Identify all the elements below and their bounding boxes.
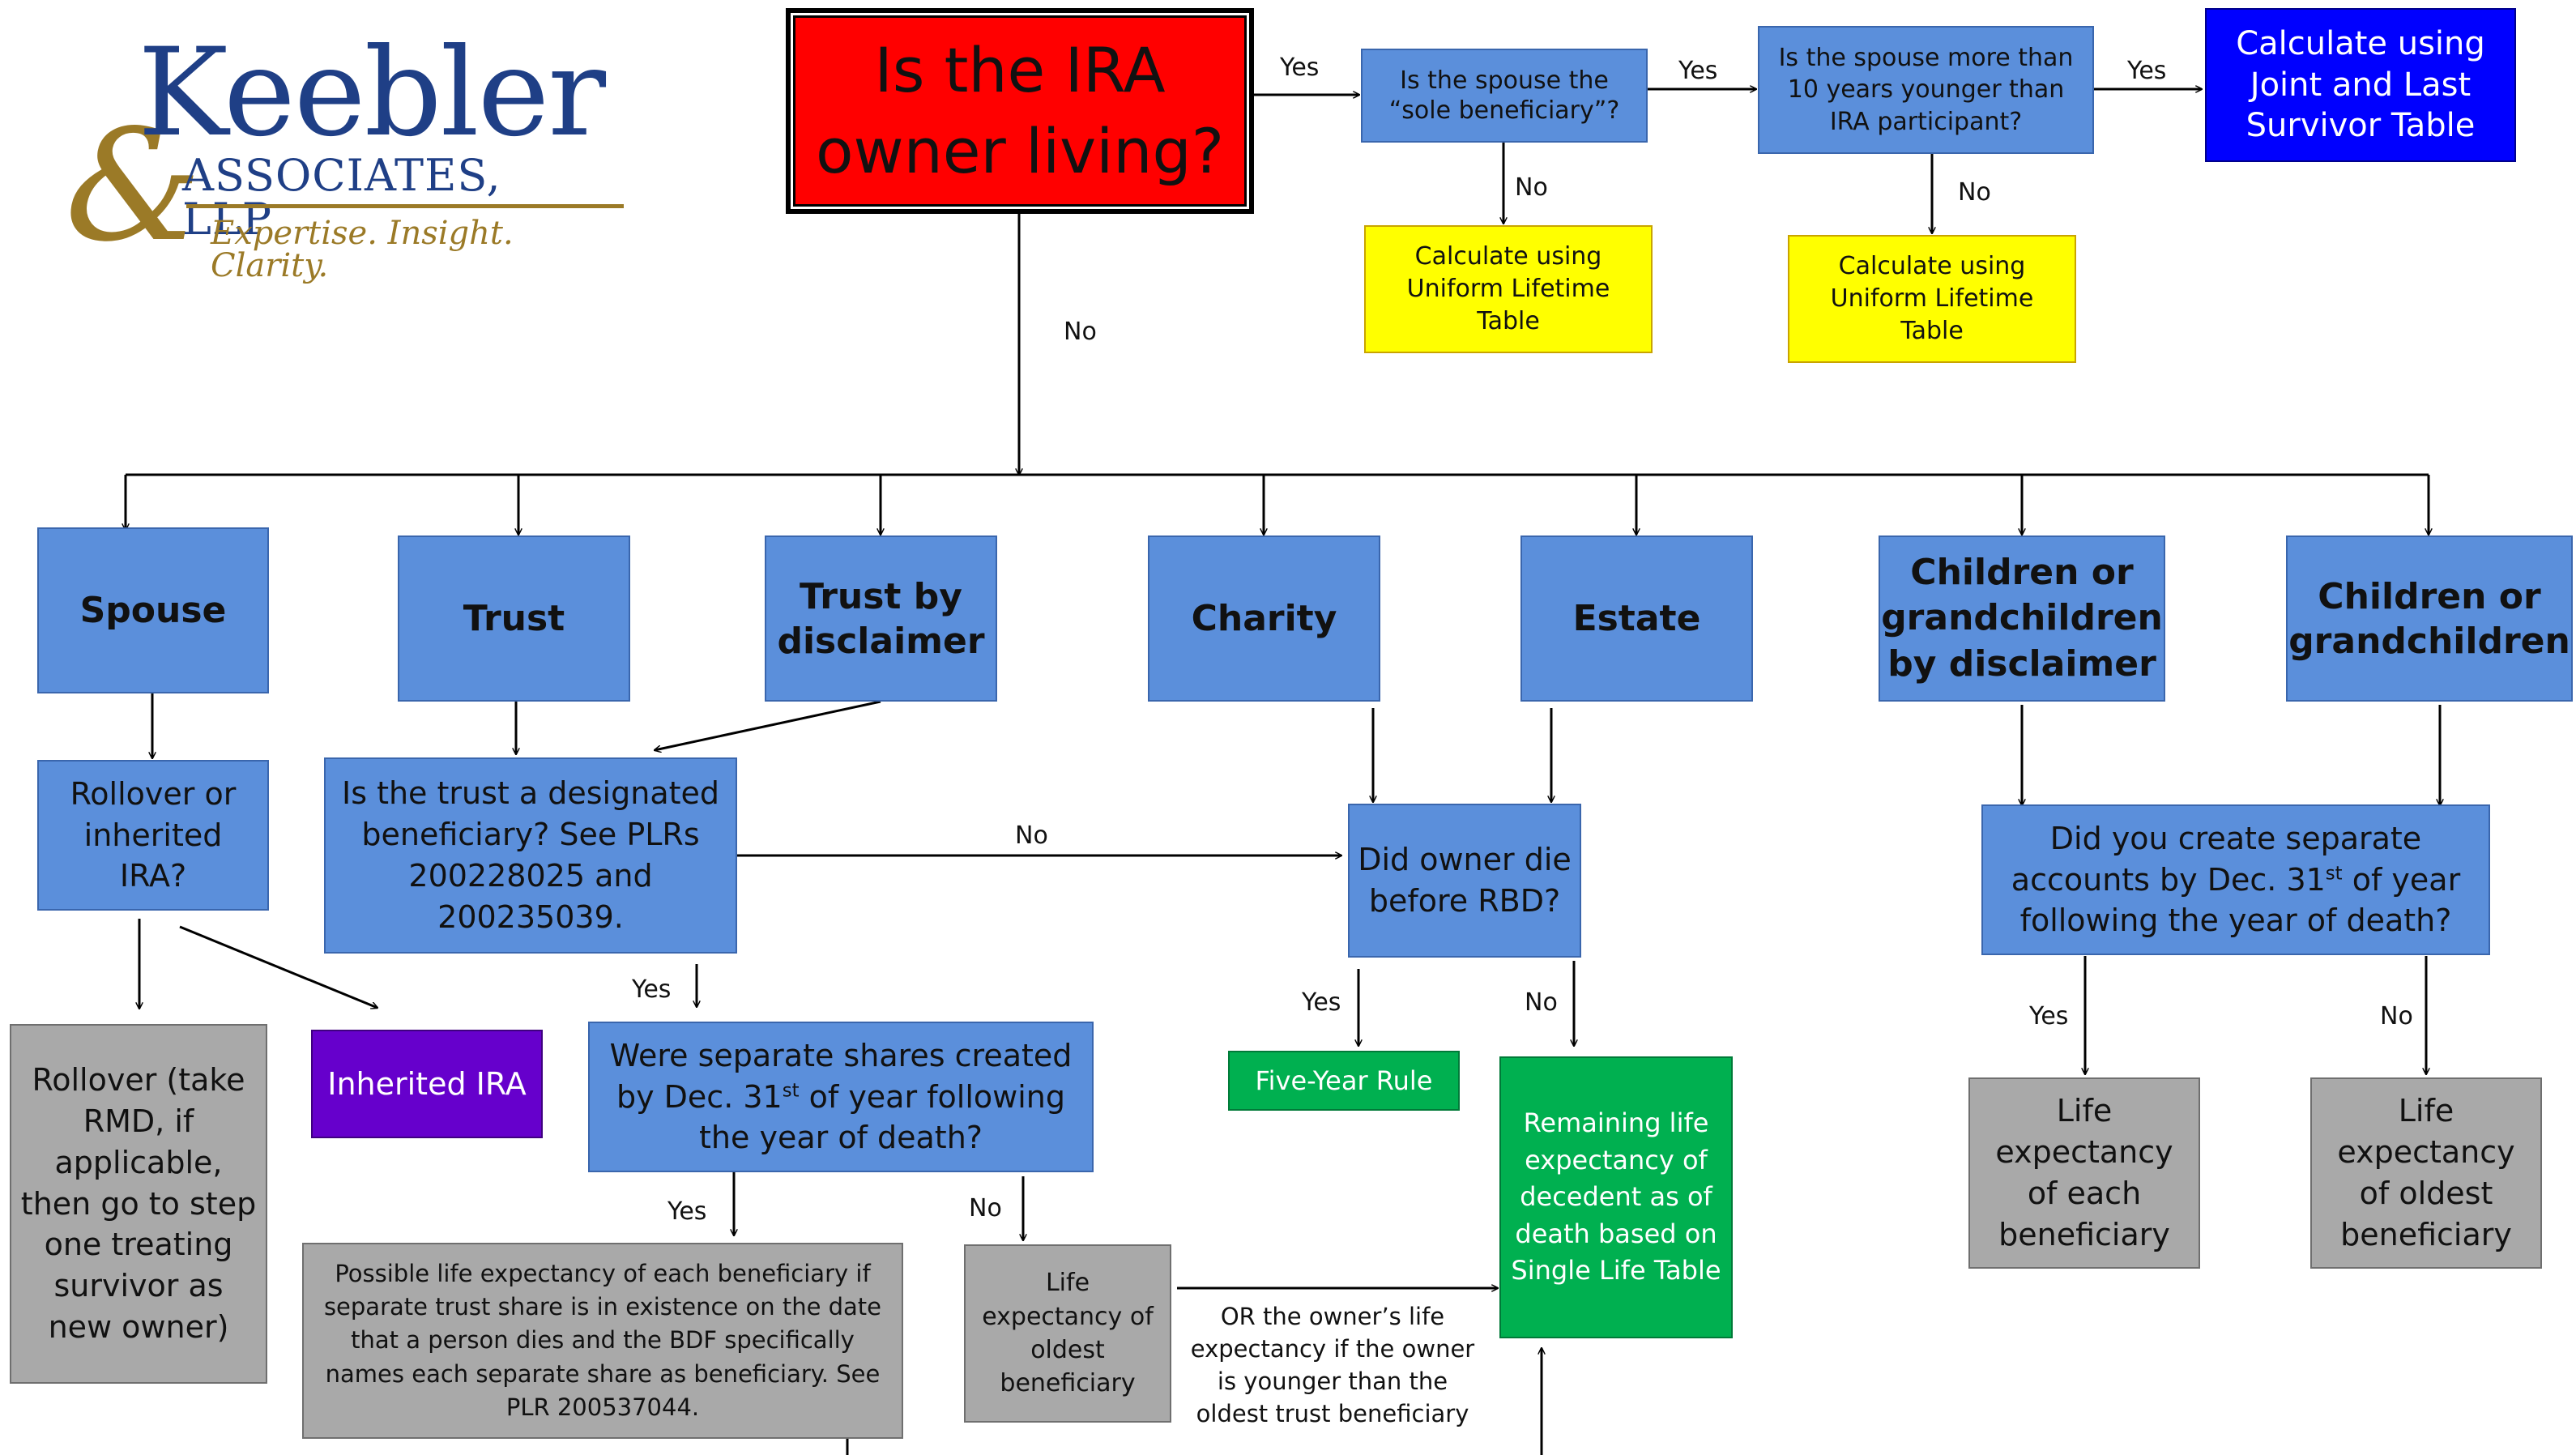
inherited-ira-text: Inherited IRA bbox=[327, 1065, 527, 1102]
sole-beneficiary-text: Is the spouse the “sole beneficiary”? bbox=[1388, 66, 1620, 126]
no-label-trust: No bbox=[1015, 821, 1048, 850]
yes-label-shares: Yes bbox=[667, 1197, 707, 1226]
yes-label-ten: Yes bbox=[2127, 57, 2167, 85]
each-beneficiary-text: Life expectancy of each beneficiary bbox=[1995, 1093, 2173, 1252]
logo-rule bbox=[186, 204, 624, 208]
oldest-beneficiary-outcome: Life expectancy of oldest beneficiary bbox=[2310, 1077, 2542, 1269]
yes-label-rbd: Yes bbox=[1302, 988, 1341, 1017]
trust-box: Trust bbox=[398, 535, 630, 702]
estate-text: Estate bbox=[1572, 598, 1701, 639]
five-year-rule-text: Five-Year Rule bbox=[1255, 1065, 1433, 1096]
trust-designated-question: Is the trust a designated beneficiary? S… bbox=[324, 757, 737, 954]
logo-ampersand: & bbox=[65, 96, 203, 275]
separate-shares-question: Were separate shares created by Dec. 31s… bbox=[588, 1022, 1094, 1172]
separate-accounts-text: Did you create separate accounts by Dec.… bbox=[2011, 820, 2461, 939]
sole-beneficiary-question: Is the spouse the “sole beneficiary”? bbox=[1361, 49, 1648, 143]
start-question-text: Is the IRA owner living? bbox=[815, 33, 1225, 187]
separate-accounts-question: Did you create separate accounts by Dec.… bbox=[1981, 804, 2490, 955]
no-label-ten: No bbox=[1958, 178, 1991, 207]
children-text: Children or grandchildren bbox=[2288, 575, 2570, 662]
rbd-question-text: Did owner die before RBD? bbox=[1358, 842, 1572, 919]
charity-box: Charity bbox=[1148, 535, 1380, 702]
owner-life-note: OR the owner’s life expectancy if the ow… bbox=[1190, 1303, 1475, 1428]
children-by-disclaimer-box: Children or grandchildren by disclaimer bbox=[1879, 535, 2165, 702]
trust-oldest-beneficiary-text: Life expectancy of oldest beneficiary bbox=[982, 1269, 1154, 1398]
no-label-accounts: No bbox=[2380, 1002, 2413, 1030]
remaining-life-outcome: Remaining life expectancy of decedent as… bbox=[1499, 1056, 1733, 1338]
no-label-rbd: No bbox=[1525, 988, 1558, 1017]
rollover-question: Rollover or inherited IRA? bbox=[37, 760, 269, 911]
yes-label-accounts: Yes bbox=[2029, 1002, 2069, 1030]
logo-tagline: Expertise. Insight. Clarity. bbox=[211, 215, 514, 284]
remaining-life-text: Remaining life expectancy of decedent as… bbox=[1511, 1107, 1721, 1286]
charity-text: Charity bbox=[1191, 598, 1337, 639]
no-label-sole: No bbox=[1515, 173, 1548, 202]
start-question: Is the IRA owner living? bbox=[786, 8, 1254, 214]
rollover-outcome-text: Rollover (take RMD, if applicable, then … bbox=[20, 1061, 257, 1346]
separate-shares-text: Were separate shares created by Dec. 31s… bbox=[609, 1037, 1073, 1156]
trust-by-disclaimer-text: Trust by disclaimer bbox=[777, 575, 985, 662]
logo-name: Keebler bbox=[138, 23, 606, 164]
children-by-disclaimer-text: Children or grandchildren by disclaimer bbox=[1881, 552, 2163, 685]
ten-years-younger-question: Is the spouse more than 10 years younger… bbox=[1758, 26, 2094, 154]
inherited-ira-outcome: Inherited IRA bbox=[311, 1030, 543, 1138]
spouse-text: Spouse bbox=[79, 590, 227, 631]
uniform-lifetime-outcome-2: Calculate using Uniform Lifetime Table bbox=[1788, 235, 2076, 363]
possible-life-text: Possible life expectancy of each benefic… bbox=[323, 1260, 882, 1421]
yes-label-sole: Yes bbox=[1678, 57, 1718, 85]
ten-years-younger-text: Is the spouse more than 10 years younger… bbox=[1778, 43, 2074, 136]
trust-text: Trust bbox=[463, 598, 565, 639]
trust-by-disclaimer-box: Trust by disclaimer bbox=[765, 535, 997, 702]
estate-box: Estate bbox=[1520, 535, 1753, 702]
uniform-lifetime-outcome-1: Calculate using Uniform Lifetime Table bbox=[1364, 225, 1653, 353]
rbd-question: Did owner die before RBD? bbox=[1348, 804, 1581, 958]
spouse-box: Spouse bbox=[37, 527, 269, 693]
no-label-start: No bbox=[1064, 318, 1097, 346]
children-box: Children or grandchildren bbox=[2286, 535, 2573, 702]
each-beneficiary-outcome: Life expectancy of each beneficiary bbox=[1968, 1077, 2200, 1269]
uniform-lifetime-text-2: Calculate using Uniform Lifetime Table bbox=[1830, 251, 2034, 346]
yes-label-start: Yes bbox=[1280, 53, 1320, 82]
uniform-lifetime-text-1: Calculate using Uniform Lifetime Table bbox=[1406, 241, 1610, 336]
five-year-rule-outcome: Five-Year Rule bbox=[1228, 1051, 1460, 1111]
possible-life-outcome: Possible life expectancy of each benefic… bbox=[302, 1243, 903, 1439]
joint-survivor-outcome: Calculate using Joint and Last Survivor … bbox=[2205, 8, 2516, 162]
joint-survivor-text: Calculate using Joint and Last Survivor … bbox=[2236, 25, 2485, 145]
oldest-beneficiary-text: Life expectancy of oldest beneficiary bbox=[2337, 1093, 2515, 1252]
rollover-question-text: Rollover or inherited IRA? bbox=[70, 775, 237, 894]
rollover-outcome: Rollover (take RMD, if applicable, then … bbox=[10, 1024, 267, 1384]
no-label-shares: No bbox=[969, 1194, 1002, 1222]
yes-label-trust: Yes bbox=[632, 975, 672, 1004]
trust-oldest-beneficiary-outcome: Life expectancy of oldest beneficiary bbox=[964, 1244, 1171, 1423]
trust-designated-text: Is the trust a designated beneficiary? S… bbox=[341, 775, 720, 935]
company-logo: & Keebler ASSOCIATES, LLP Expertise. Ins… bbox=[65, 32, 624, 282]
